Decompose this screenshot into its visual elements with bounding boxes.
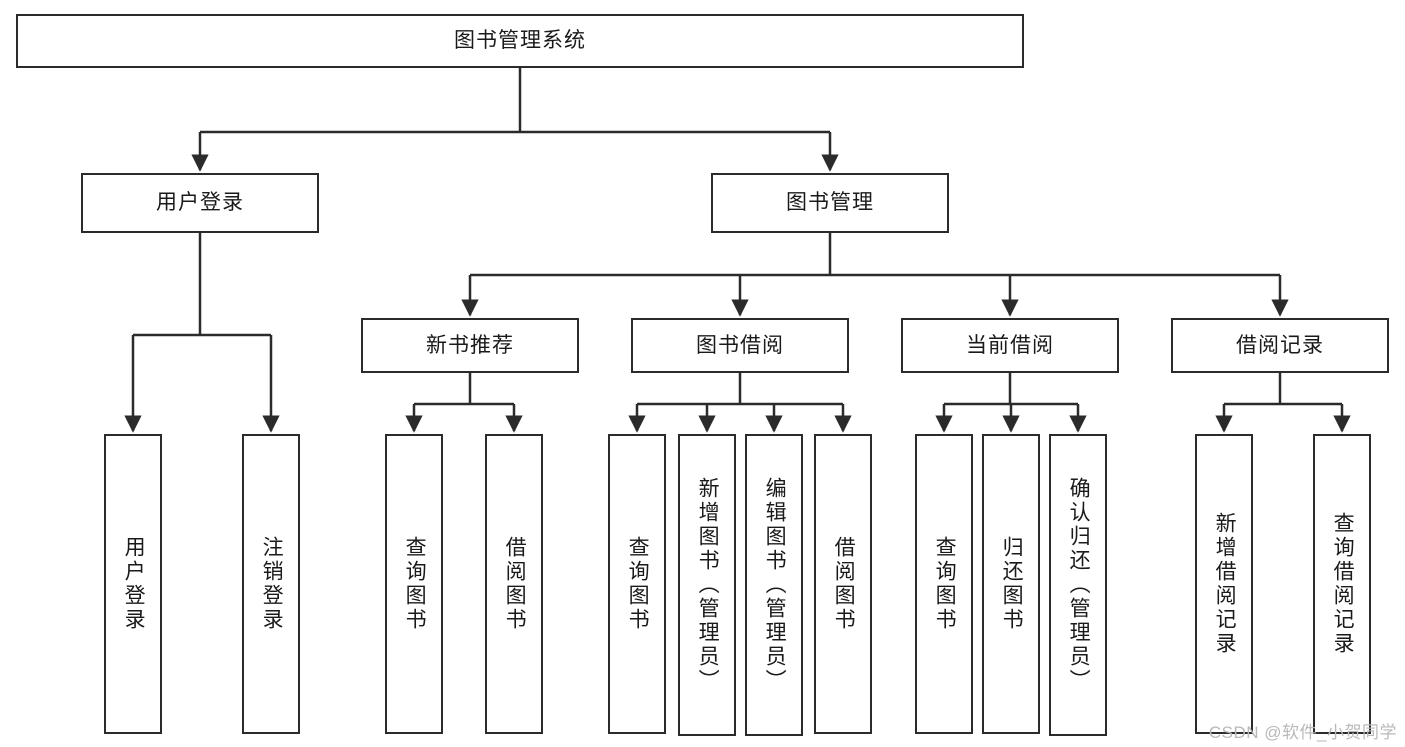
node-leaf-query-book-borrow[interactable]: 查询图书 [608, 434, 666, 734]
node-label: 借阅记录 [1236, 333, 1324, 357]
node-label: 新书推荐 [426, 333, 514, 357]
node-label: 确认归还（管理员） [1067, 477, 1091, 693]
node-leaf-query-book-rec[interactable]: 查询图书 [385, 434, 443, 734]
node-label: 用户登录 [122, 536, 146, 632]
node-book-manage[interactable]: 图书管理 [711, 173, 949, 233]
node-leaf-edit-book[interactable]: 编辑图书（管理员） [745, 434, 803, 736]
node-leaf-query-book-cur[interactable]: 查询图书 [915, 434, 973, 734]
node-leaf-borrow-book-rec[interactable]: 借阅图书 [485, 434, 543, 734]
node-label: 查询借阅记录 [1331, 512, 1355, 656]
node-new-book-rec[interactable]: 新书推荐 [361, 318, 579, 373]
watermark-label: CSDN @软件_小贺同学 [1208, 723, 1397, 742]
node-label: 图书借阅 [696, 333, 784, 357]
node-label: 新增借阅记录 [1213, 512, 1237, 656]
node-label: 编辑图书（管理员） [763, 477, 787, 693]
node-label: 借阅图书 [832, 536, 856, 632]
node-label: 图书管理系统 [454, 29, 586, 53]
node-leaf-query-record[interactable]: 查询借阅记录 [1313, 434, 1371, 734]
node-label: 新增图书（管理员） [696, 477, 720, 693]
node-label: 用户登录 [156, 191, 244, 215]
node-label: 查询图书 [933, 536, 957, 632]
node-label: 查询图书 [626, 536, 650, 632]
node-label: 归还图书 [1000, 536, 1024, 632]
node-leaf-add-book[interactable]: 新增图书（管理员） [678, 434, 736, 736]
node-label: 借阅图书 [503, 536, 527, 632]
node-borrow-record[interactable]: 借阅记录 [1171, 318, 1389, 373]
node-label: 注销登录 [260, 536, 284, 632]
node-label: 当前借阅 [966, 333, 1054, 357]
node-book-borrow[interactable]: 图书借阅 [631, 318, 849, 373]
node-leaf-borrow-book[interactable]: 借阅图书 [814, 434, 872, 734]
node-current-borrow[interactable]: 当前借阅 [901, 318, 1119, 373]
node-leaf-add-record[interactable]: 新增借阅记录 [1195, 434, 1253, 734]
node-label: 图书管理 [786, 191, 874, 215]
node-leaf-logout[interactable]: 注销登录 [242, 434, 300, 734]
node-leaf-user-login[interactable]: 用户登录 [104, 434, 162, 734]
node-label: 查询图书 [403, 536, 427, 632]
node-leaf-return-book[interactable]: 归还图书 [982, 434, 1040, 734]
node-root[interactable]: 图书管理系统 [16, 14, 1024, 68]
node-leaf-confirm-return[interactable]: 确认归还（管理员） [1049, 434, 1107, 736]
node-user-login[interactable]: 用户登录 [81, 173, 319, 233]
